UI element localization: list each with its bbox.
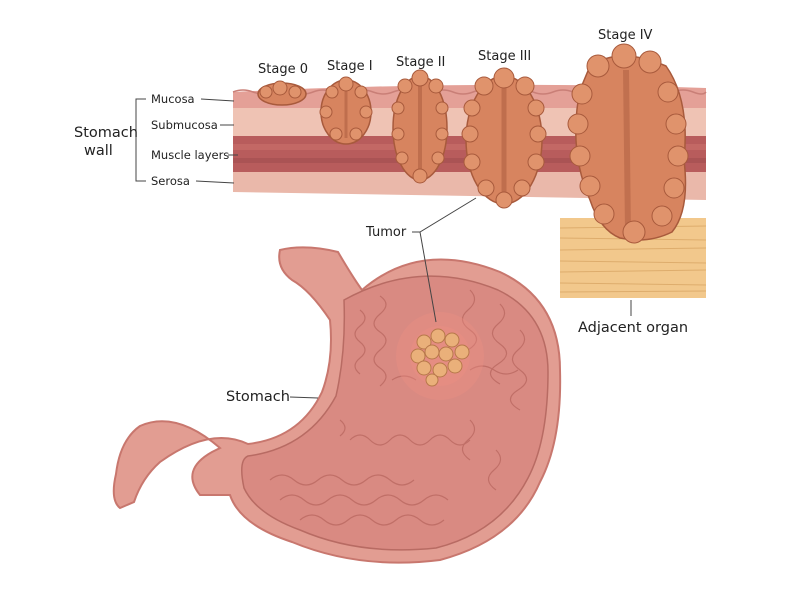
stage-label-4: Stage IV [598,28,653,43]
tumor-stage-0 [257,80,307,106]
stomach-label: Stomach [226,389,290,405]
tumor-stage-2 [391,69,449,184]
stomach-wall-label-line2: wall [84,143,113,159]
stomach-inner-lining [241,275,549,551]
layer-label-submucosa: Submucosa [151,118,218,132]
layer-label-muscle-layers: Muscle layers [151,148,229,162]
tumor-stage-1 [319,76,373,145]
stage-label-1: Stage I [327,59,373,74]
stage-label-2: Stage II [396,55,445,70]
tumor-label: Tumor [365,225,407,240]
adjacent-organ-label: Adjacent organ [578,320,688,336]
wall-layer-labels [135,98,238,184]
tumor-stage-3 [461,67,547,209]
stomach-tumor [396,312,484,400]
stage-label-3: Stage III [478,49,531,64]
stage-label-0: Stage 0 [258,62,308,77]
tumor-stage-4 [567,43,689,244]
stomach-illustration [112,246,562,564]
layer-label-serosa: Serosa [151,174,190,188]
stomach-wall-label-line1: Stomach [74,125,138,141]
layer-label-mucosa: Mucosa [151,92,195,106]
